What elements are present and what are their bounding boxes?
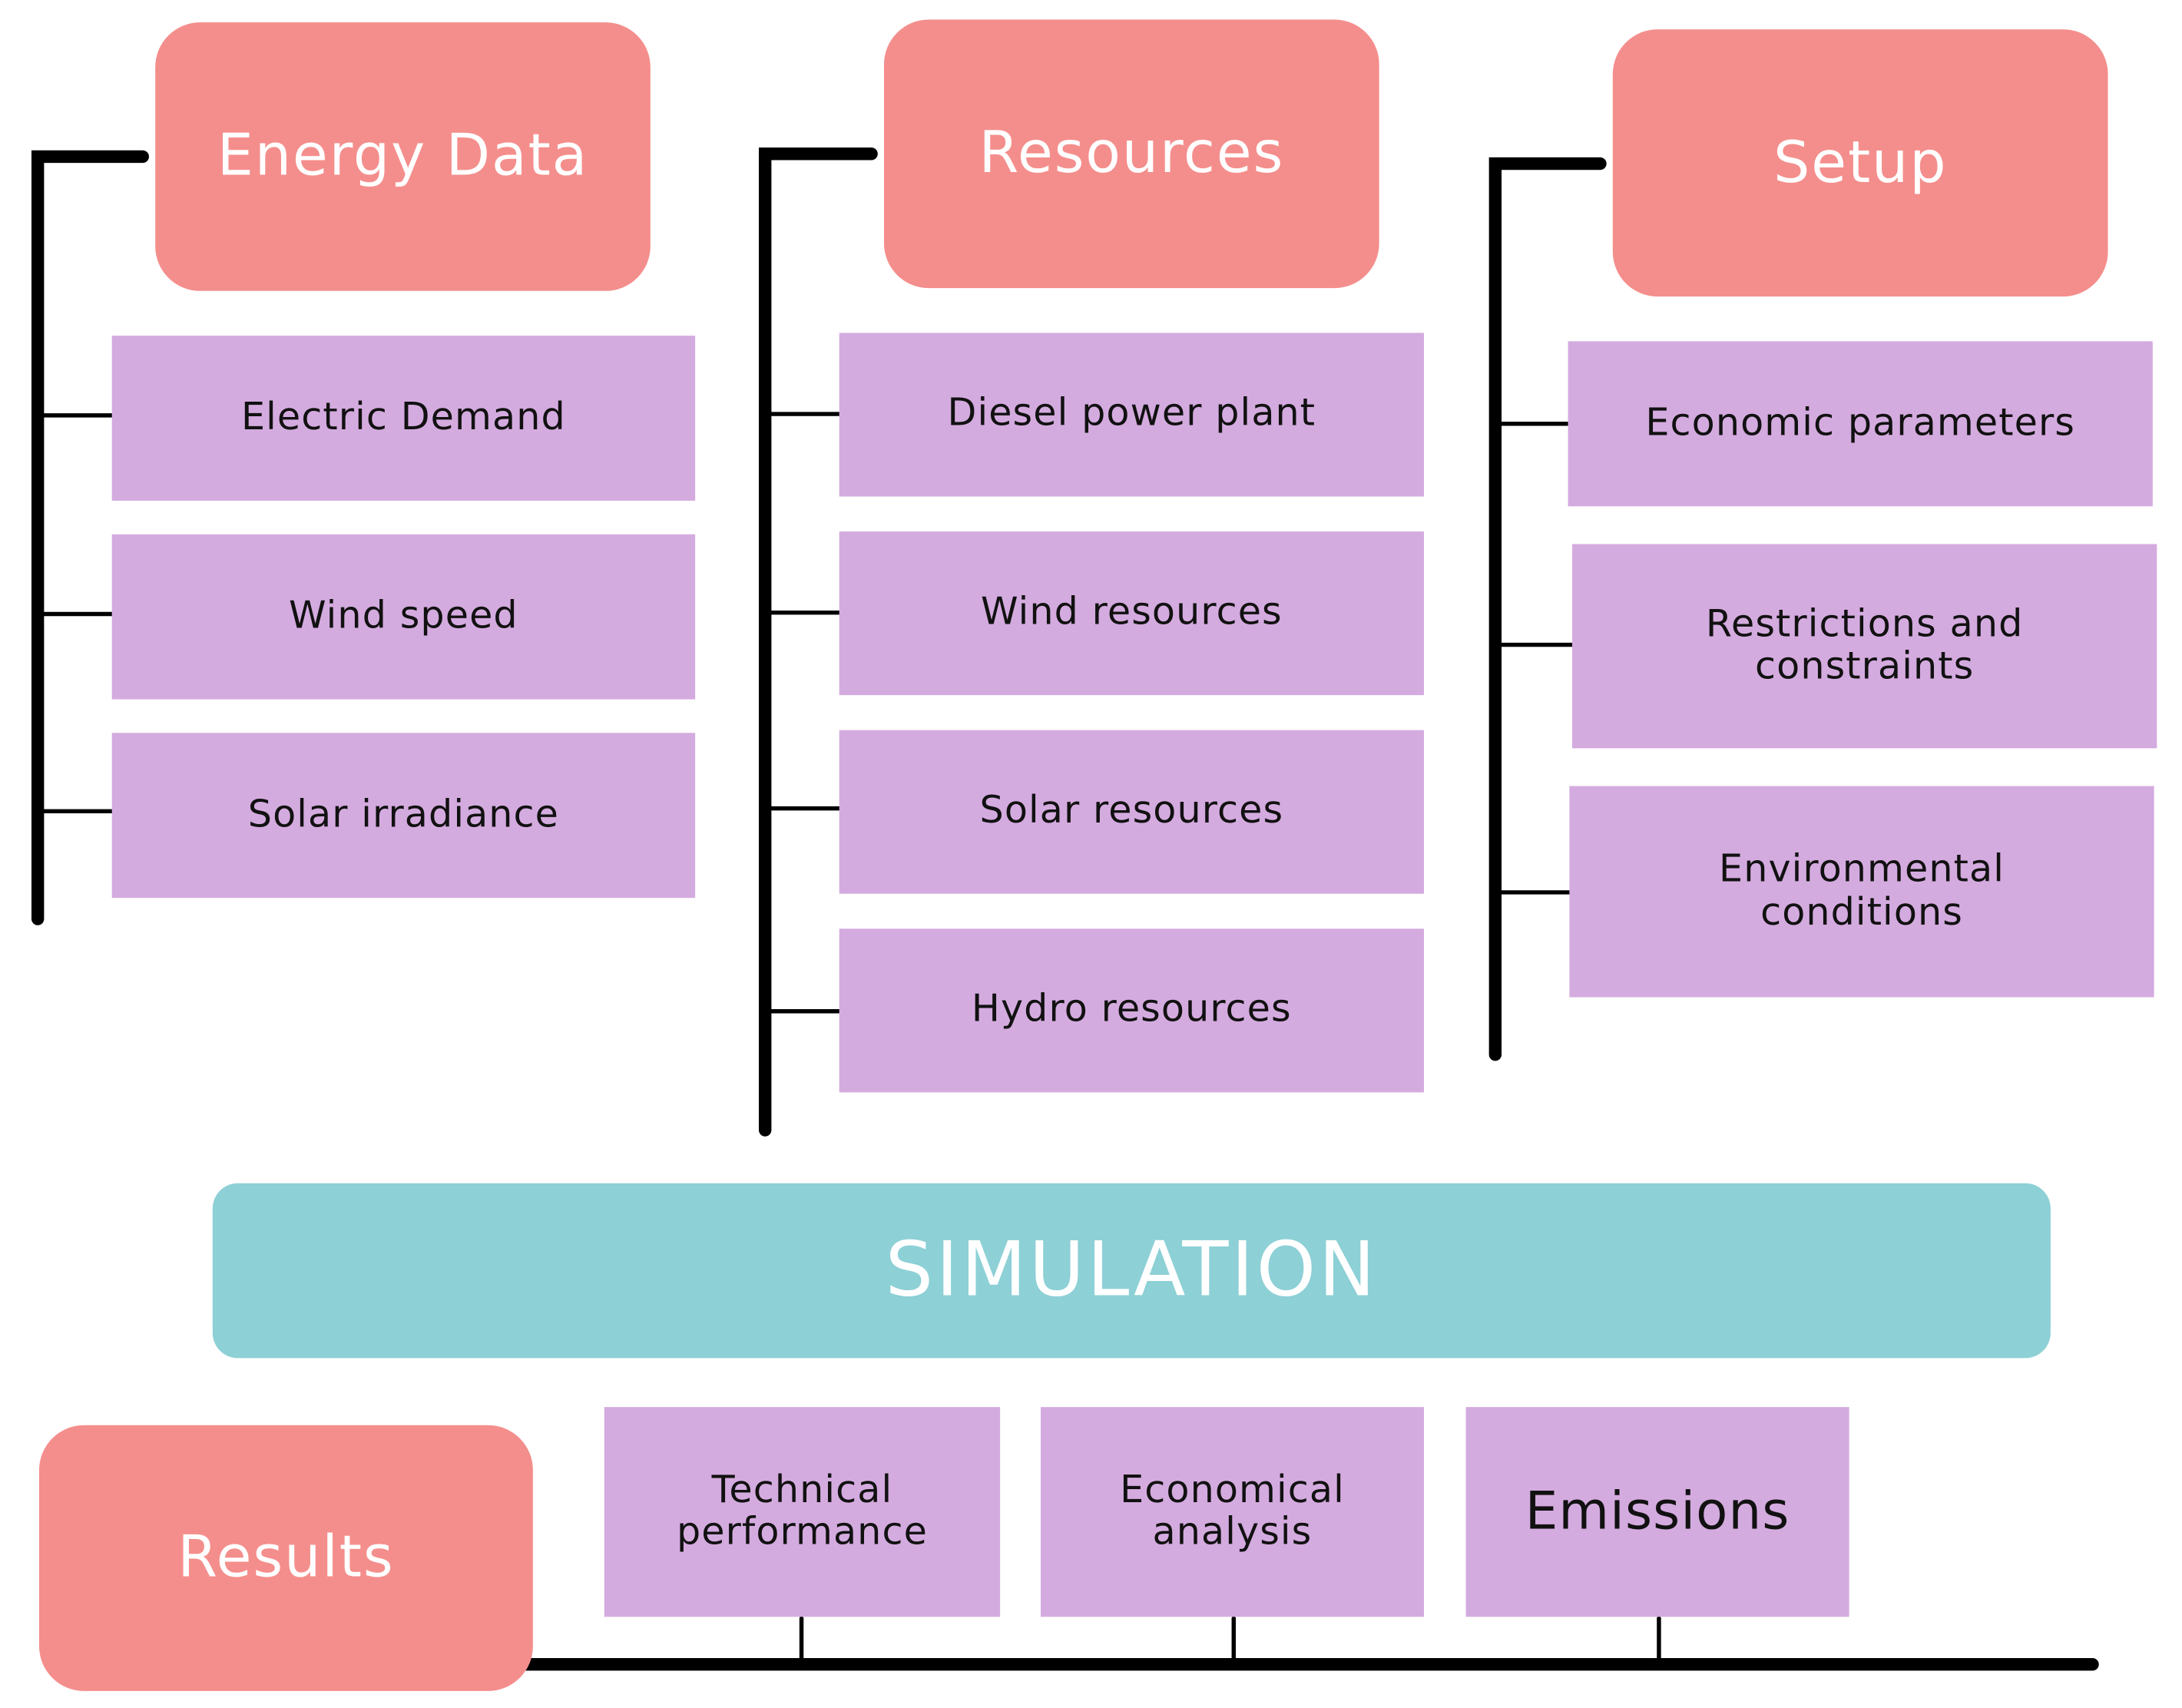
environmental-conditions-label: Environmental conditions bbox=[1719, 848, 2005, 934]
economic-parameters-box: Economic parameters bbox=[1568, 341, 2153, 507]
diesel-power-plant-box: Diesel power plant bbox=[839, 333, 1424, 497]
setup-header: Setup bbox=[1612, 29, 2108, 297]
solar-resources-box: Solar resources bbox=[839, 730, 1424, 894]
diesel-power-plant-label: Diesel power plant bbox=[947, 392, 1316, 436]
economical-analysis-box: Economical analysis bbox=[1040, 1407, 1424, 1617]
wind-resources-box: Wind resources bbox=[839, 531, 1424, 696]
electric-demand-label: Electric Demand bbox=[241, 396, 566, 439]
resources-trunk bbox=[759, 147, 878, 1137]
simulation-bar: SIMULATION bbox=[212, 1183, 2051, 1359]
solar-irradiance-box: Solar irradiance bbox=[111, 733, 696, 899]
energy-data-trunk bbox=[31, 150, 149, 925]
solar-irradiance-label: Solar irradiance bbox=[247, 793, 560, 836]
setup-title: Setup bbox=[1773, 127, 1948, 196]
hydro-resources-label: Hydro resources bbox=[971, 988, 1292, 1031]
wind-speed-label: Wind speed bbox=[289, 594, 518, 638]
environmental-conditions-box: Environmental conditions bbox=[1569, 786, 2154, 998]
resources-header: Resources bbox=[883, 19, 1379, 289]
restrictions-constraints-label: Restrictions and constraints bbox=[1705, 602, 2024, 689]
restrictions-constraints-box: Restrictions and constraints bbox=[1572, 544, 2157, 749]
technical-performance-label: Technical performance bbox=[676, 1468, 928, 1554]
solar-resources-label: Solar resources bbox=[979, 789, 1284, 833]
emissions-box: Emissions bbox=[1465, 1407, 1849, 1617]
economic-parameters-label: Economic parameters bbox=[1645, 401, 2076, 445]
emissions-label: Emissions bbox=[1525, 1481, 1790, 1542]
results-header: Results bbox=[38, 1425, 533, 1691]
energy-data-title: Energy Data bbox=[217, 121, 589, 189]
energy-data-header: Energy Data bbox=[155, 22, 651, 291]
setup-trunk bbox=[1488, 157, 1607, 1061]
wind-speed-box: Wind speed bbox=[111, 534, 696, 700]
economical-analysis-label: Economical analysis bbox=[1120, 1468, 1345, 1554]
results-title: Results bbox=[177, 1523, 395, 1590]
simulation-title: SIMULATION bbox=[885, 1225, 1379, 1314]
hydro-resources-box: Hydro resources bbox=[839, 928, 1424, 1093]
resources-title: Resources bbox=[978, 118, 1285, 187]
wind-resources-label: Wind resources bbox=[980, 591, 1283, 634]
electric-demand-box: Electric Demand bbox=[111, 336, 696, 501]
technical-performance-box: Technical performance bbox=[604, 1407, 1001, 1617]
